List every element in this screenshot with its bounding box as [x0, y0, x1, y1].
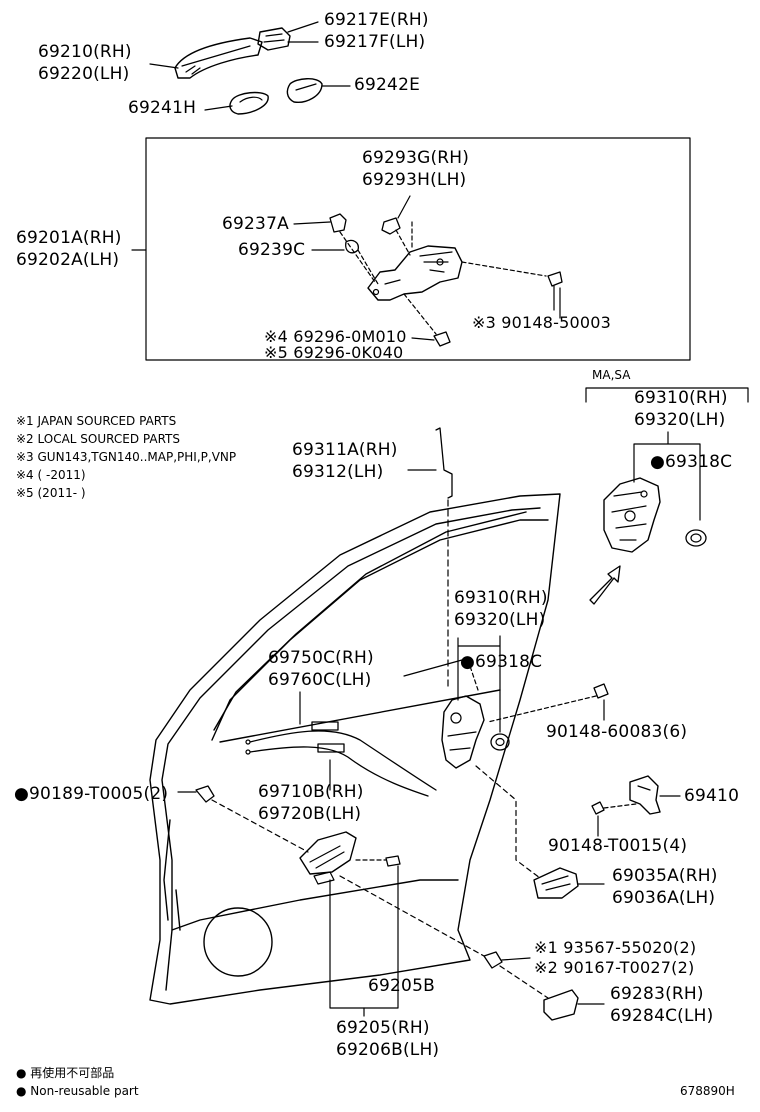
label-69206b: 69206B(LH) [336, 1040, 440, 1060]
label-69241h: 69241H [128, 98, 197, 118]
note-5: ※5 (2011- ) [16, 486, 86, 500]
label-69760c: 69760C(LH) [268, 670, 372, 690]
label-69035a: 69035A(RH) [612, 866, 718, 886]
label-69284c: 69284C(LH) [610, 1006, 714, 1026]
frame-assembly-box [145, 137, 691, 361]
label-93567-55020: ※1 93567-55020(2) [534, 938, 697, 957]
label-90189-t0005: ●90189-T0005(2) [14, 784, 169, 804]
door-lock-assembly-mid [403, 635, 609, 769]
striker-and-fasteners [177, 775, 681, 853]
door-lock-assembly-top [603, 477, 707, 553]
label-69311a: 69311A(RH) [292, 440, 398, 460]
label-69202a: 69202A(LH) [16, 250, 120, 270]
label-69296-0m010: ※4 69296-0M010 [264, 327, 407, 346]
label-69210: 69210(RH) [38, 42, 132, 62]
label-90148-50003: ※3 90148-50003 [472, 313, 612, 332]
note-1: ※1 JAPAN SOURCED PARTS [16, 414, 177, 428]
label-69217e: 69217E(RH) [324, 10, 429, 30]
legend-japanese: ● 再使用不可部品 [16, 1066, 115, 1080]
label-69205b: 69205B [368, 976, 435, 996]
label-69318c-top: ●69318C [650, 452, 733, 472]
label-69320-mid: 69320(LH) [454, 610, 546, 630]
note-3: ※3 GUN143,TGN140..MAP,PHI,P,VNP [16, 450, 237, 464]
label-69750c: 69750C(RH) [268, 648, 374, 668]
inside-handle-group [299, 765, 605, 1021]
label-90148-t0015: 90148-T0015(4) [548, 836, 688, 856]
label-69205: 69205(RH) [336, 1018, 430, 1038]
direction-arrow [589, 565, 621, 605]
label-69237a: 69237A [222, 214, 289, 234]
lock-rod [407, 427, 453, 691]
label-69296-0k040: ※5 69296-0K040 [264, 343, 404, 362]
label-69201a: 69201A(RH) [16, 228, 122, 248]
label-69310-top: 69310(RH) [634, 388, 728, 408]
label-69710b: 69710B(RH) [258, 782, 364, 802]
label-69293g: 69293G(RH) [362, 148, 470, 168]
label-69410: 69410 [684, 786, 740, 806]
label-90167-t0027: ※2 90167-T0027(2) [534, 958, 695, 977]
ma-sa-bracket [585, 387, 749, 403]
label-90148-60083: 90148-60083(6) [546, 722, 688, 742]
label-69310-mid: 69310(RH) [454, 588, 548, 608]
note-4: ※4 ( -2011) [16, 468, 86, 482]
label-69036a: 69036A(LH) [612, 888, 716, 908]
control-cables [245, 691, 437, 797]
label-ma-sa: MA,SA [592, 368, 631, 382]
label-69293h: 69293H(LH) [362, 170, 467, 190]
label-69318c-mid: ●69318C [460, 652, 543, 672]
label-69312: 69312(LH) [292, 462, 384, 482]
label-69720b: 69720B(LH) [258, 804, 362, 824]
legend-english: ● Non-reusable part [16, 1084, 139, 1098]
note-2: ※2 LOCAL SOURCED PARTS [16, 432, 180, 446]
label-69242e: 69242E [354, 75, 421, 95]
label-69217f: 69217F(LH) [324, 32, 426, 52]
label-69283: 69283(RH) [610, 984, 704, 1004]
diagram-id: 678890H [680, 1084, 735, 1098]
label-69320-top: 69320(LH) [634, 410, 726, 430]
frame-assembly-parts [293, 195, 563, 347]
label-69239c: 69239C [238, 240, 306, 260]
label-69220: 69220(LH) [38, 64, 130, 84]
door-outline [149, 493, 561, 1005]
outside-handle-group [149, 21, 351, 115]
